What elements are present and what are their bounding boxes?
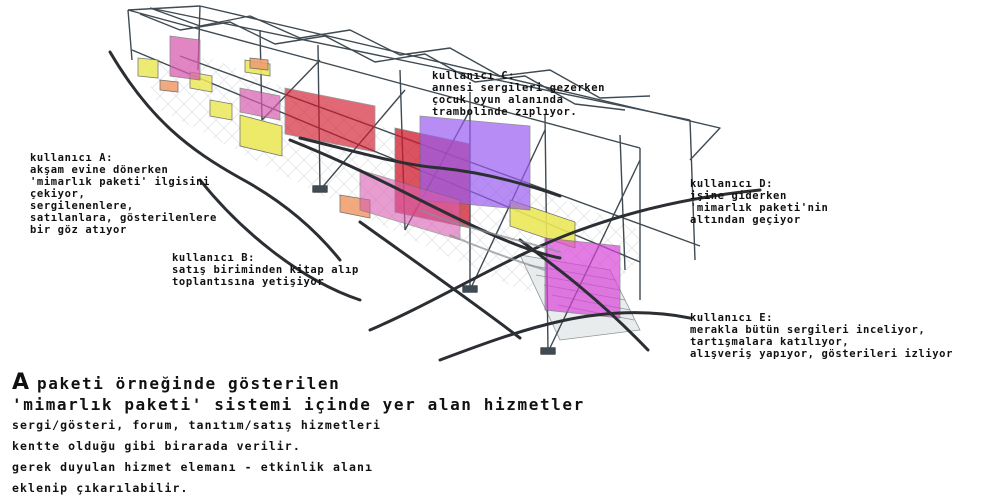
path-g	[198, 178, 362, 302]
module-purple-1	[419, 115, 531, 211]
module-magenta-1	[544, 237, 621, 319]
caption-initial: A	[12, 370, 30, 395]
annotation-line: kullanıcı E:	[690, 312, 774, 324]
annotation-line: çekiyor,	[30, 188, 86, 200]
caption-body-line: kentte olduğu gibi birarada verilir.	[12, 439, 301, 453]
path-a	[108, 50, 342, 262]
user-paths	[108, 50, 762, 362]
annotation-line: satış biriminden kitap alıp	[172, 264, 359, 276]
caption-body-line: sergi/gösteri, forum, tanıtım/satış hizm…	[12, 418, 382, 432]
annotation-line: kullanıcı A:	[30, 152, 114, 164]
annotation-line: kullanıcı C:	[432, 70, 516, 82]
annotation-line: 'mimarlık paketi'nin	[690, 202, 829, 214]
annotation-line: tartışmalara katılıyor,	[690, 336, 850, 348]
caption-headline-text: paketi örneğinde gösterilen	[37, 374, 341, 393]
annotation-line: toplantısına yetişiyor	[172, 276, 325, 288]
caption-headline-2: 'mimarlık paketi' sistemi içinde yer ala…	[12, 395, 585, 414]
module-orange-1	[159, 79, 179, 93]
path-c	[298, 136, 562, 198]
module-orange-2	[249, 57, 269, 71]
annotation-line: trambolinde zıplıyor.	[432, 106, 578, 118]
module-red-1	[284, 87, 376, 153]
module-yellow-1	[137, 57, 159, 79]
annotation-line: bir göz atıyor	[30, 224, 127, 236]
module-pink-1	[169, 35, 201, 81]
annotation-line: altından geçiyor	[690, 214, 801, 226]
user-paths-light	[419, 209, 561, 271]
annotation-line: işine giderken	[690, 190, 787, 202]
caption-body-line: gerek duyulan hizmet elemanı - etkinlik …	[12, 460, 374, 474]
path-b	[288, 138, 562, 260]
annotation-user-c: kullanıcı C: annesi sergileri gezerken ç…	[432, 70, 605, 118]
annotation-line: sergilenenlere,	[30, 200, 134, 212]
annotation-line: merakla bütün sergileri inceliyor,	[690, 324, 926, 336]
annotation-user-b: kullanıcı B: satış biriminden kitap alıp…	[172, 252, 359, 288]
annotation-line: 'mimarlık paketi' ilgisini	[30, 176, 210, 188]
annotation-user-d: kullanıcı D: işine giderken 'mimarlık pa…	[690, 178, 828, 226]
service-modules	[137, 35, 621, 319]
annotation-line: satılanlara, gösterilenlere	[30, 212, 217, 224]
annotation-line: çocuk oyun alanında	[432, 94, 564, 106]
path-f	[358, 220, 522, 340]
annotation-line: annesi sergileri gezerken	[432, 82, 606, 94]
module-pink-2	[239, 87, 281, 121]
annotation-line: kullanıcı B:	[172, 252, 256, 264]
module-yellow-4	[239, 114, 283, 157]
annotation-line: akşam evine dönerken	[30, 164, 169, 176]
annotation-line: alışveriş yapıyor, gösterileri izliyor	[690, 348, 954, 360]
path-d	[368, 188, 762, 332]
caption-body-line: eklenip çıkarılabilir.	[12, 481, 189, 495]
annotation-user-e: kullanıcı E: merakla bütün sergileri inc…	[690, 312, 953, 360]
annotation-user-a: kullanıcı A: akşam evine dönerken 'mimar…	[30, 152, 217, 236]
path-h	[438, 311, 692, 362]
annotation-line: kullanıcı D:	[690, 178, 774, 190]
module-yellow-3	[209, 99, 233, 121]
path-e	[518, 238, 650, 352]
